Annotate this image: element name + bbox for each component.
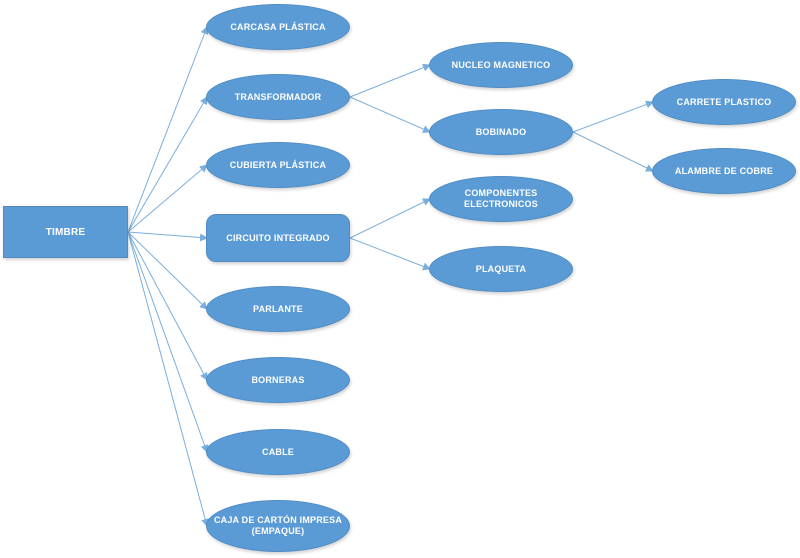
connector-timbre-to-cubierta <box>127 164 208 233</box>
node-label: COMPONENTES ELECTRONICOS <box>464 188 538 209</box>
node-carcasa-plastica[interactable]: CARCASA PLÁSTICA <box>206 4 350 50</box>
node-transformador[interactable]: TRANSFORMADOR <box>206 74 350 120</box>
connector-circuito-to-componentes <box>349 198 431 239</box>
node-plaqueta[interactable]: PLAQUETA <box>429 246 573 292</box>
node-label: PLAQUETA <box>475 263 527 274</box>
node-label: ALAMBRE DE COBRE <box>674 165 774 176</box>
node-label: TRANSFORMADOR <box>234 91 322 102</box>
node-componentes-electronicos[interactable]: COMPONENTES ELECTRONICOS <box>429 176 573 222</box>
node-alambre-de-cobre[interactable]: ALAMBRE DE COBRE <box>652 148 796 194</box>
connector-timbre-to-circuito <box>127 231 208 242</box>
node-label: CARCASA PLÁSTICA <box>230 21 326 32</box>
root-node-label: TIMBRE <box>45 226 86 238</box>
node-label: CIRCUITO INTEGRADO <box>226 232 330 243</box>
node-bobinado[interactable]: BOBINADO <box>429 109 573 155</box>
connector-timbre-to-borneras <box>127 231 208 381</box>
node-carrete-plastico[interactable]: CARRETE PLASTICO <box>652 79 796 125</box>
node-label: CUBIERTA PLÁSTICA <box>229 159 327 170</box>
connector-bobinado-to-alambre <box>572 131 654 172</box>
node-label: BOBINADO <box>475 126 527 137</box>
node-label: CABLE <box>262 446 294 457</box>
node-caja-de-carton-impresa[interactable]: CAJA DE CARTÓN IMPRESA (EMPAQUE) <box>206 500 350 552</box>
node-label: CARRETE PLASTICO <box>676 96 772 107</box>
connector-bobinado-to-carrete <box>572 100 654 133</box>
connector-timbre-to-carcasa <box>127 26 209 233</box>
node-cable[interactable]: CABLE <box>206 429 350 475</box>
node-circuito-integrado[interactable]: CIRCUITO INTEGRADO <box>206 214 350 262</box>
node-cubierta-plastica[interactable]: CUBIERTA PLÁSTICA <box>206 142 350 188</box>
node-label: CAJA DE CARTÓN IMPRESA (EMPAQUE) <box>213 515 343 536</box>
root-node-timbre[interactable]: TIMBRE <box>3 206 128 258</box>
connector-transformador-to-nucleo <box>349 63 431 98</box>
connector-timbre-to-parlante <box>127 231 208 310</box>
node-borneras[interactable]: BORNERAS <box>206 357 350 403</box>
node-label: NUCLEO MAGNETICO <box>451 59 551 70</box>
connector-timbre-to-caja <box>127 231 210 527</box>
node-label: PARLANTE <box>253 303 303 314</box>
connector-transformador-to-bobinado <box>349 96 431 133</box>
node-parlante[interactable]: PARLANTE <box>206 286 350 332</box>
connector-circuito-to-plaqueta <box>349 237 431 271</box>
connector-timbre-to-cable <box>127 231 209 453</box>
connector-timbre-to-transformador <box>127 96 208 233</box>
node-label: BORNERAS <box>251 374 305 385</box>
node-nucleo-magnetico[interactable]: NUCLEO MAGNETICO <box>429 42 573 88</box>
